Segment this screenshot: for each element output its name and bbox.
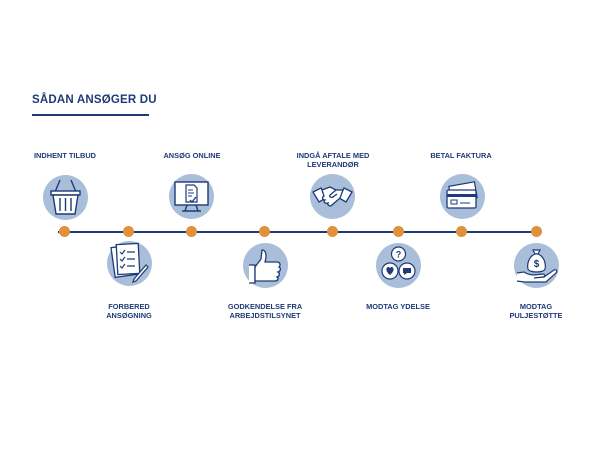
step-4-label: GODKENDELSE FRA ARBEJDSTILSYNET <box>227 302 303 320</box>
timeline-dot-8 <box>531 226 542 237</box>
step-5-icon-circle <box>310 174 355 219</box>
money-bag-hand-icon: $ <box>516 249 558 283</box>
step-8-icon-circle: $ <box>514 243 559 288</box>
timeline-dot-1 <box>59 226 70 237</box>
page-title: SÅDAN ANSØGER DU <box>32 94 157 106</box>
step-5-label: INDGÅ AFTALE MED LEVERANDØR <box>296 151 370 169</box>
basket-icon <box>50 179 81 215</box>
timeline-dot-7 <box>456 226 467 237</box>
step-8-label: MODTAG PULJESTØTTE <box>509 302 563 320</box>
timeline-dot-3 <box>186 226 197 237</box>
svg-text:$: $ <box>534 259 540 270</box>
step-7-label: BETAL FAKTURA <box>430 151 492 160</box>
step-3-icon-circle <box>169 174 214 219</box>
step-7-icon-circle <box>440 174 485 219</box>
timeline-dot-5 <box>327 226 338 237</box>
timeline-dot-2 <box>123 226 134 237</box>
timeline-line <box>58 231 540 233</box>
step-4-icon-circle <box>243 243 288 288</box>
checklist-icon <box>110 242 149 283</box>
step-2-icon-circle <box>107 241 152 286</box>
timeline-dot-6 <box>393 226 404 237</box>
thumbs-up-icon <box>249 249 282 284</box>
svg-text:?: ? <box>396 250 402 260</box>
step-3-label: ANSØG ONLINE <box>163 151 221 160</box>
timeline-dot-4 <box>259 226 270 237</box>
step-6-icon-circle: ? <box>376 243 421 288</box>
step-2-label: FORBERED ANSØGNING <box>106 302 152 320</box>
handshake-icon <box>312 186 353 207</box>
payment-card-icon <box>446 181 478 209</box>
step-1-label: INDHENT TILBUD <box>34 151 96 160</box>
step-6-label: MODTAG YDELSE <box>366 302 430 311</box>
title-underline <box>32 114 149 116</box>
service-hearts-icon: ? <box>381 246 416 280</box>
step-1-icon-circle <box>43 175 88 220</box>
monitor-document-icon <box>174 181 209 212</box>
